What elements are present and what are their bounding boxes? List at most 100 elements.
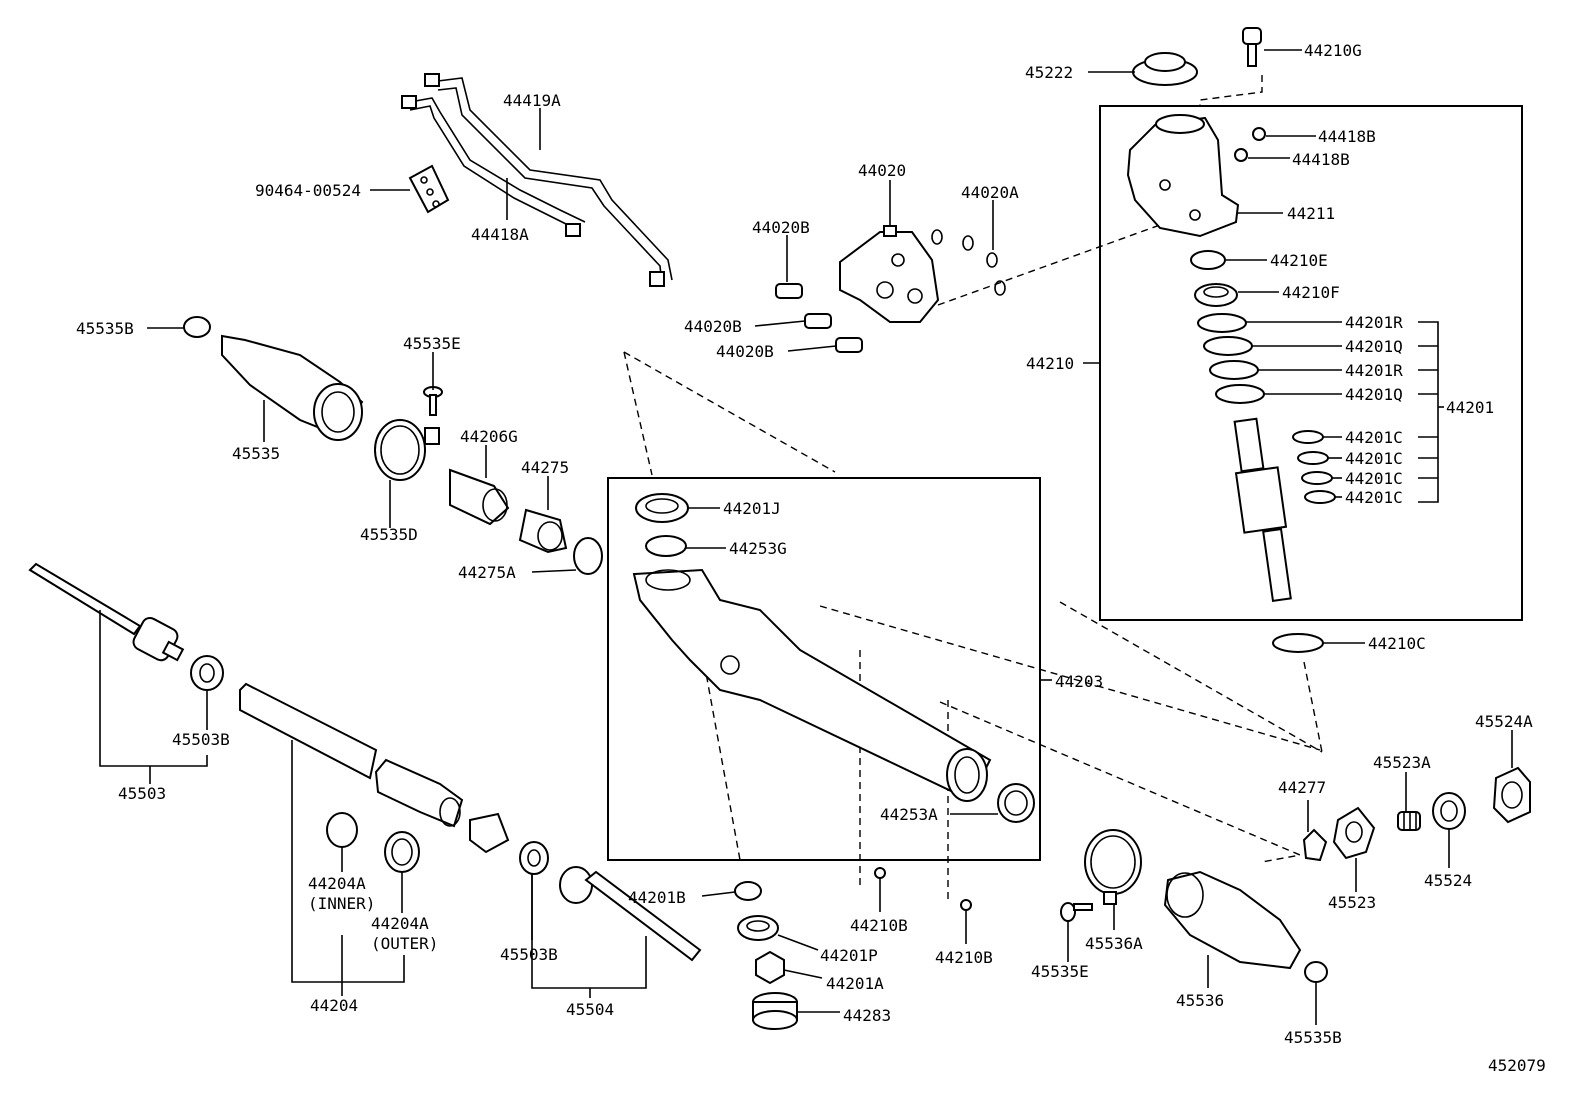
part-44020A-orings[interactable] (931, 229, 1006, 296)
part-44201C-rings[interactable] (1292, 430, 1336, 504)
label-44277: 44277 (1278, 778, 1326, 797)
part-44275A-snap-ring[interactable] (573, 537, 603, 575)
part-45535E-screw-upper[interactable] (423, 386, 443, 416)
label-44201Q-1: 44201Q (1345, 337, 1403, 356)
label-44418A: 44418A (471, 225, 529, 244)
part-90464-00524-clamp[interactable] (408, 164, 450, 214)
label-44020A: 44020A (961, 183, 1019, 202)
part-pinion-shaft[interactable] (1233, 417, 1292, 603)
part-pressure-pipes[interactable] (401, 73, 673, 287)
label-45503B-1: 45503B (172, 730, 230, 749)
label-44020B-3: 44020B (716, 342, 774, 361)
label-44210: 44210 (1026, 354, 1074, 373)
label-44020: 44020 (858, 161, 906, 180)
part-44253A-seal[interactable] (997, 783, 1035, 823)
label-44253A: 44253A (880, 805, 938, 824)
part-45536-boot[interactable] (1163, 870, 1302, 970)
part-45535B-clip-upper[interactable] (183, 316, 211, 338)
part-44283-plug[interactable] (752, 992, 798, 1030)
label-45536: 45536 (1176, 991, 1224, 1010)
part-44210E-bearing[interactable] (1190, 250, 1226, 270)
part-45503-tie-rod[interactable] (28, 562, 185, 663)
label-44201C-4: 44201C (1345, 488, 1403, 507)
part-44204-rack[interactable] (239, 682, 464, 828)
label-44253G: 44253G (729, 539, 787, 558)
part-44020-valve-body[interactable] (839, 225, 940, 323)
part-45503B-washer-left[interactable] (190, 655, 224, 691)
leader-lines (99, 49, 1513, 1025)
label-outer: (OUTER) (371, 934, 438, 953)
label-44201: 44201 (1446, 398, 1494, 417)
part-45524A-lock-nut[interactable] (1492, 766, 1531, 824)
part-44203-rack-housing[interactable] (632, 568, 992, 802)
part-45503B-washer-right[interactable] (519, 841, 549, 875)
label-45524A: 45524A (1475, 712, 1533, 731)
label-44204A-inner: 44204A (308, 874, 366, 893)
label-44211: 44211 (1287, 204, 1335, 223)
label-44201C-3: 44201C (1345, 469, 1403, 488)
part-labels: 44210G 45222 44418B 44418B 44211 44210E … (76, 41, 1546, 1075)
label-44201R-2: 44201R (1345, 361, 1403, 380)
part-44020B-bolts[interactable] (775, 283, 863, 353)
part-45535-boot[interactable] (221, 334, 364, 441)
label-44275: 44275 (521, 458, 569, 477)
part-45504-tie-rod[interactable] (559, 866, 702, 962)
label-44283: 44283 (843, 1006, 891, 1025)
part-45524-adjusting-screw[interactable] (1432, 792, 1466, 830)
label-44210B-1: 44210B (850, 916, 908, 935)
label-44201J: 44201J (723, 499, 781, 518)
label-44210E: 44210E (1270, 251, 1328, 270)
part-44201J-seal[interactable] (635, 493, 689, 523)
part-44211-housing[interactable] (1126, 114, 1240, 238)
label-44210C: 44210C (1368, 634, 1426, 653)
label-45535B-2: 45535B (1284, 1028, 1342, 1047)
part-44201P-spacer[interactable] (737, 915, 779, 941)
label-44204: 44204 (310, 996, 358, 1015)
label-45504: 45504 (566, 1000, 614, 1019)
label-44203: 44203 (1055, 672, 1103, 691)
label-45222: 45222 (1025, 63, 1073, 82)
part-44210F-bearing[interactable] (1194, 283, 1238, 307)
part-44201-seal-rings[interactable] (1197, 313, 1265, 404)
assembly-dashed-lines (623, 75, 1323, 900)
part-45536A-band[interactable] (1084, 829, 1142, 905)
part-45535D-band[interactable] (374, 419, 440, 481)
label-44418B-2: 44418B (1292, 150, 1350, 169)
part-45222-cap[interactable] (1132, 52, 1198, 86)
part-rack-spacer[interactable] (469, 812, 510, 854)
label-45535E-2: 45535E (1031, 962, 1089, 981)
label-90464-00524: 90464-00524 (255, 181, 361, 200)
label-44201B: 44201B (628, 888, 686, 907)
part-44275-sleeve[interactable] (518, 508, 568, 554)
part-45523A-spring[interactable] (1397, 811, 1421, 831)
diagram-id: 452079 (1488, 1056, 1546, 1075)
part-45535B-clip-lower[interactable] (1304, 961, 1328, 983)
label-44210F: 44210F (1282, 283, 1340, 302)
part-44204A-inner-ring[interactable] (326, 812, 358, 848)
part-44204A-outer-ring[interactable] (384, 831, 420, 873)
part-45523-guide[interactable] (1332, 806, 1376, 860)
label-44210B-2: 44210B (935, 948, 993, 967)
label-44206G: 44206G (460, 427, 518, 446)
part-45535E-screw-lower[interactable] (1060, 902, 1093, 922)
label-45523: 45523 (1328, 893, 1376, 912)
label-44210G: 44210G (1304, 41, 1362, 60)
label-44204A-outer: 44204A (371, 914, 429, 933)
label-45535E-1: 45535E (403, 334, 461, 353)
label-44275A: 44275A (458, 563, 516, 582)
label-44201Q-2: 44201Q (1345, 385, 1403, 404)
part-44210B-plugs[interactable] (874, 867, 972, 911)
part-44206G-bushing[interactable] (449, 468, 510, 526)
part-44210C-oring[interactable] (1272, 633, 1324, 653)
label-45535: 45535 (232, 444, 280, 463)
part-44201B-seal[interactable] (734, 881, 762, 901)
part-44201A-nut[interactable] (755, 950, 785, 985)
part-44253G-seal[interactable] (645, 535, 687, 557)
label-45503: 45503 (118, 784, 166, 803)
part-44418B-plugs[interactable] (1234, 127, 1266, 162)
label-45524: 45524 (1424, 871, 1472, 890)
label-44020B-2: 44020B (684, 317, 742, 336)
part-44210G-bolt[interactable] (1242, 27, 1262, 67)
part-44277-rack-guide[interactable] (1302, 828, 1328, 862)
label-44201R-1: 44201R (1345, 313, 1403, 332)
